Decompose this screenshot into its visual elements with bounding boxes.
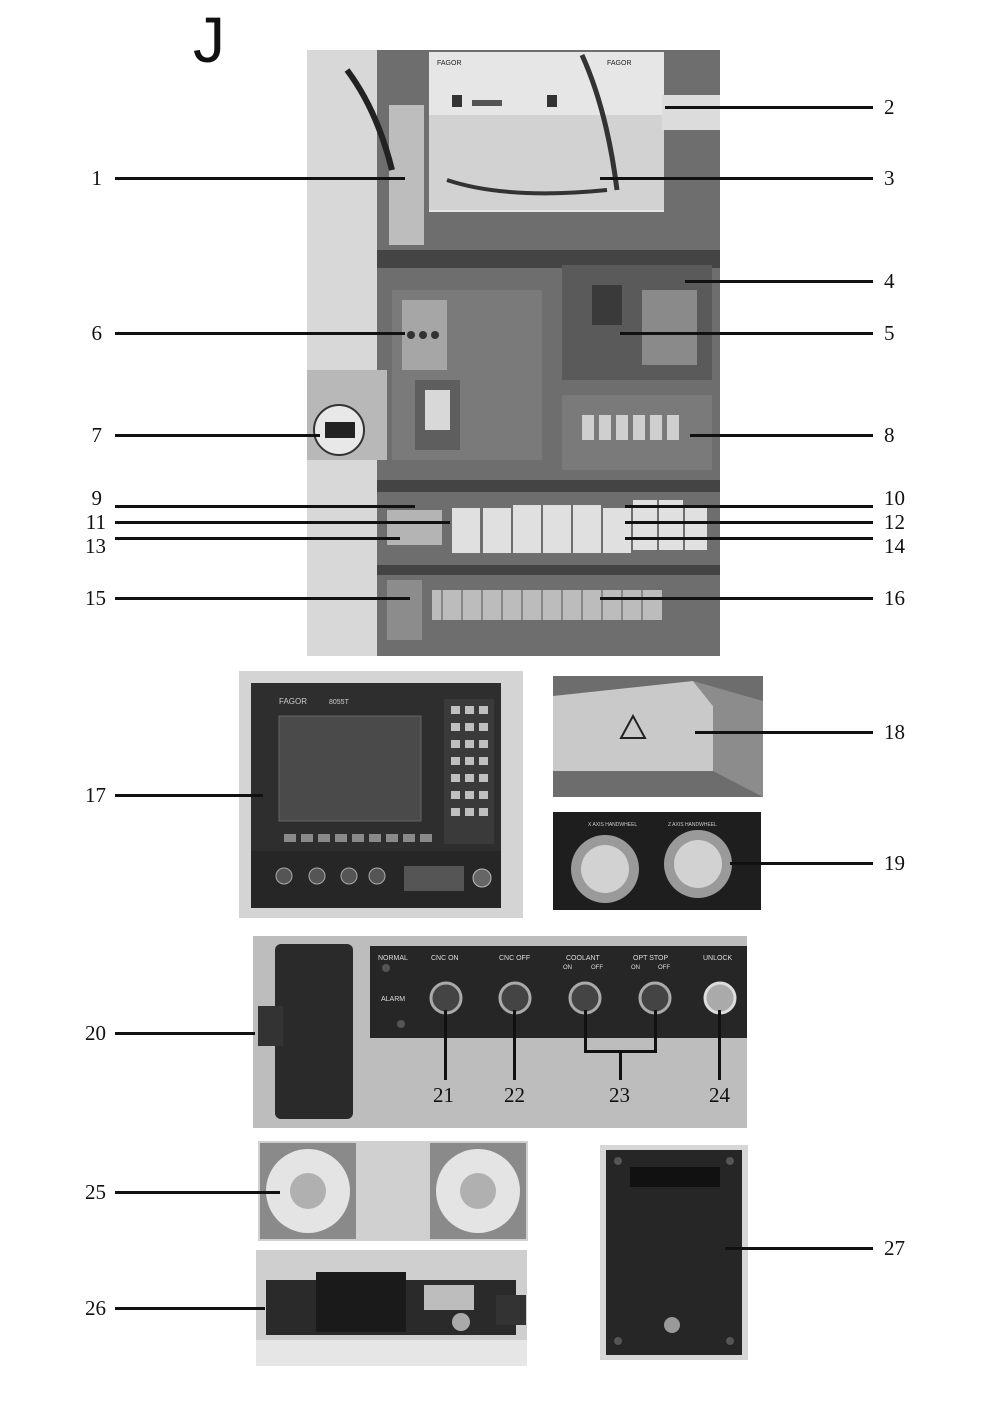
callout-9: 9 — [91, 486, 103, 510]
cnc-panel-photo: FAGOR 8055T — [239, 671, 523, 918]
drive-brand-right: FAGOR — [607, 60, 632, 67]
leader-line-4 — [685, 280, 873, 283]
leader-line-8 — [690, 434, 873, 437]
leader-line-16 — [600, 597, 873, 600]
leader-line-6 — [115, 332, 405, 335]
cnc-model: 8055T — [329, 699, 350, 706]
callout-25: 25 — [85, 1180, 106, 1204]
cnc-off-label: CNC OFF — [499, 955, 530, 962]
black-box-photo — [600, 1145, 748, 1360]
callout-4: 4 — [884, 269, 895, 293]
section-letter: J — [193, 4, 225, 76]
callout-24: 24 — [709, 1083, 730, 1107]
coolant-on-label: ON — [563, 965, 572, 971]
opt-on-label: ON — [631, 965, 640, 971]
callout-20: 20 — [85, 1021, 106, 1045]
callout-17: 17 — [85, 783, 106, 807]
callout-16: 16 — [884, 586, 905, 610]
callout-6: 6 — [91, 321, 103, 345]
leader-line-3 — [600, 177, 873, 180]
cover-box-photo — [553, 676, 763, 797]
callout-21: 21 — [433, 1083, 454, 1107]
unlock-label: UNLOCK — [703, 955, 733, 962]
callout-27: 27 — [884, 1236, 905, 1260]
cnc-on-label: CNC ON — [431, 955, 459, 962]
leader-line-12 — [625, 521, 873, 524]
cnc-brand: FAGOR — [279, 697, 307, 706]
leader-line-24 — [718, 1010, 721, 1080]
callout-10: 10 — [884, 486, 905, 510]
callout-11: 11 — [85, 510, 106, 534]
leader-line-11 — [115, 521, 450, 524]
callout-8: 8 — [884, 423, 895, 447]
leader-line-23c — [619, 1050, 622, 1080]
normal-label: NORMAL — [378, 955, 408, 962]
callout-23: 23 — [609, 1083, 630, 1107]
leader-line-14 — [625, 537, 873, 540]
leader-line-7 — [115, 434, 320, 437]
leader-line-10 — [625, 505, 873, 508]
leader-line-5 — [620, 332, 873, 335]
leader-line-2 — [665, 106, 873, 109]
callout-1: 1 — [91, 166, 103, 190]
coolant-label: COOLANT — [566, 955, 601, 962]
callout-18: 18 — [884, 720, 905, 744]
leader-line-9 — [115, 505, 415, 508]
callout-2: 2 — [884, 95, 895, 119]
leader-line-25 — [115, 1191, 280, 1194]
leader-line-26 — [115, 1307, 265, 1310]
leader-line-23b — [654, 1010, 657, 1053]
alarm-label: ALARM — [381, 996, 405, 1003]
callout-5: 5 — [884, 321, 895, 345]
leader-line-21 — [444, 1010, 447, 1080]
leader-line-19 — [730, 862, 873, 865]
handwheels-photo: X AXIS HANDWHEEL Z AXIS HANDWHEEL — [553, 812, 761, 910]
callout-7: 7 — [91, 423, 103, 447]
leader-line-22 — [513, 1010, 516, 1080]
leader-line-1 — [115, 177, 405, 180]
callout-22: 22 — [504, 1083, 525, 1107]
opt-off-label: OFF — [658, 965, 670, 971]
drive-brand-left: FAGOR — [437, 60, 462, 67]
callout-15: 15 — [85, 586, 106, 610]
callout-14: 14 — [884, 534, 905, 558]
callout-19: 19 — [884, 851, 905, 875]
limit-switch-photo — [256, 1250, 527, 1366]
leader-line-27 — [725, 1247, 873, 1250]
electrical-cabinet-photo: FAGOR FAGOR — [307, 50, 720, 656]
z-handwheel-label: Z AXIS HANDWHEEL — [668, 822, 717, 828]
callout-26: 26 — [85, 1296, 106, 1320]
button-panel-photo: NORMAL ALARM CNC ON CNC OFF COOLANT ON O… — [253, 936, 747, 1128]
leader-line-17 — [115, 794, 263, 797]
leader-line-23a — [584, 1010, 587, 1053]
leader-line-15 — [115, 597, 410, 600]
leader-line-18 — [695, 731, 873, 734]
leader-line-13 — [115, 537, 400, 540]
callout-12: 12 — [884, 510, 905, 534]
fans-photo — [258, 1141, 528, 1241]
x-handwheel-label: X AXIS HANDWHEEL — [588, 822, 637, 828]
callout-13: 13 — [85, 534, 106, 558]
coolant-off-label: OFF — [591, 965, 603, 971]
callout-3: 3 — [884, 166, 895, 190]
opt-stop-label: OPT STOP — [633, 955, 668, 962]
leader-line-20 — [115, 1032, 255, 1035]
